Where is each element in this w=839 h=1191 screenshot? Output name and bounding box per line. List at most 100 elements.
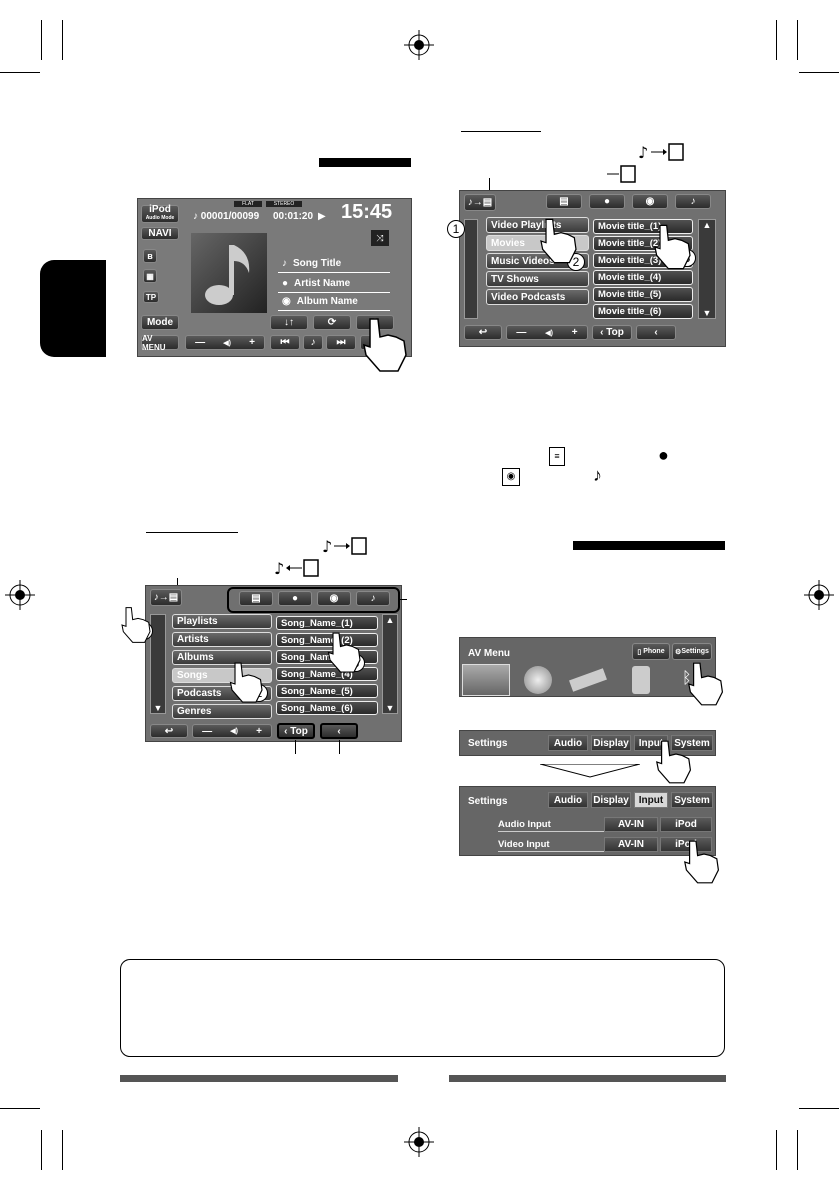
svg-text:♪: ♪: [638, 143, 648, 162]
song-item[interactable]: Song_Name_(1): [276, 616, 378, 630]
note-icon: ♪: [282, 258, 287, 269]
bluetooth-icon[interactable]: ʙ: [143, 249, 157, 263]
previous-level-button[interactable]: ‹: [320, 723, 358, 739]
scroll-up-icon[interactable]: ▲: [385, 615, 395, 625]
movie-title-label: Movie title_(5): [598, 289, 662, 300]
repeat-all-button[interactable]: ↓↑: [270, 315, 308, 330]
av-menu-title-text: AV Menu: [468, 648, 511, 659]
note-box: [120, 959, 725, 1057]
music-category-item[interactable]: Playlists: [172, 614, 272, 629]
audio-input-avin-option[interactable]: AV-IN: [604, 817, 658, 832]
song-item[interactable]: Song_Name_(5): [276, 684, 378, 698]
song-label: Song_Name_(2): [281, 634, 353, 646]
tab-system[interactable]: System: [671, 735, 713, 751]
tab-display[interactable]: Display: [591, 792, 631, 808]
music-category-item[interactable]: Albums: [172, 650, 272, 665]
disc-source-icon[interactable]: [524, 666, 552, 694]
song-item[interactable]: Song_Name_(2): [276, 633, 378, 647]
radio-source-icon[interactable]: [462, 664, 510, 696]
option-label: iPod: [675, 839, 697, 850]
playlist-category-icon[interactable]: ▤: [239, 591, 273, 606]
video-input-text: Video Input: [498, 839, 550, 850]
top-button[interactable]: ‹ Top: [277, 723, 315, 739]
volume-down-icon[interactable]: —: [516, 327, 527, 338]
person-icon: ●: [282, 278, 289, 289]
scroll-down-icon[interactable]: ▼: [385, 703, 395, 713]
previous-level-button[interactable]: ‹: [636, 325, 676, 340]
mode-button[interactable]: Mode: [141, 315, 179, 330]
repeat-button[interactable]: ⟳: [313, 315, 351, 330]
volume-control[interactable]: —◀)+: [192, 724, 272, 738]
navi-button[interactable]: NAVI: [141, 227, 179, 240]
tab-label: Display: [593, 794, 629, 806]
music-video-toggle-button[interactable]: ♪→▤: [150, 589, 182, 606]
song-category-icon[interactable]: ♪: [675, 194, 711, 209]
movie-title-item[interactable]: Movie title_(4): [593, 270, 693, 285]
crop-mark: [41, 20, 42, 60]
song-category-icon[interactable]: ♪: [356, 591, 390, 606]
left-scrollbar[interactable]: [464, 219, 478, 319]
video-category-label: Video Podcasts: [491, 291, 566, 303]
volume-control[interactable]: —◀)+: [506, 325, 588, 340]
crop-mark: [0, 1108, 40, 1109]
volume-up-icon[interactable]: +: [249, 337, 255, 348]
scroll-down-icon[interactable]: ▼: [702, 308, 712, 318]
music-note-icon: [205, 245, 250, 305]
top-button[interactable]: ‹ Top: [592, 325, 632, 340]
tab-audio[interactable]: Audio: [548, 735, 588, 751]
video-category-item[interactable]: Video Playlists: [486, 217, 589, 233]
music-category-item[interactable]: Artists: [172, 632, 272, 647]
volume-control[interactable]: —◀)+: [185, 335, 265, 350]
movie-title-item[interactable]: Movie title_(6): [593, 304, 693, 319]
settings-label: Settings: [681, 648, 709, 655]
music-video-toggle-button[interactable]: ♪→▤: [464, 194, 496, 211]
hand-pointer-icon: [654, 224, 691, 270]
scroll-up-icon[interactable]: ▲: [702, 220, 712, 230]
song-item[interactable]: Song_Name_(6): [276, 701, 378, 715]
prev-button[interactable]: ⏮: [270, 335, 300, 350]
volume-down-icon[interactable]: —: [195, 337, 206, 348]
settings-button[interactable]: ⚙Settings: [672, 643, 712, 660]
movie-title-item[interactable]: Movie title_(5): [593, 287, 693, 302]
video-input-avin-option[interactable]: AV-IN: [604, 837, 658, 852]
footer-bar: [449, 1075, 726, 1082]
phone-button[interactable]: ▯ Phone: [632, 643, 670, 660]
av-menu-button[interactable]: AV MENU: [141, 334, 179, 352]
artist-category-icon[interactable]: ●: [278, 591, 312, 606]
video-input-ipod-option[interactable]: iPod: [660, 837, 712, 852]
tp-button[interactable]: TP: [143, 291, 159, 303]
back-button[interactable]: ↩: [150, 724, 188, 738]
keypad-icon[interactable]: ▦: [143, 269, 157, 283]
down-arrow-icon: [540, 764, 640, 778]
bluetooth-source-icon[interactable]: ᛒ: [682, 670, 692, 687]
left-scrollbar[interactable]: ▼: [150, 614, 166, 714]
crop-mark: [797, 20, 798, 60]
video-category-item[interactable]: Video Podcasts: [486, 289, 589, 305]
ipod-source-button[interactable]: iPod Audio Mode: [141, 205, 179, 223]
movie-title-item[interactable]: Movie title_(1): [593, 219, 693, 234]
artist-category-icon[interactable]: ●: [589, 194, 625, 209]
note-small-icon: ♪: [303, 335, 323, 350]
next-button[interactable]: ⏭: [326, 335, 356, 350]
tab-display[interactable]: Display: [591, 735, 631, 751]
music-category-item[interactable]: Genres: [172, 704, 272, 719]
album-category-icon[interactable]: ◉: [317, 591, 351, 606]
right-scrollbar[interactable]: ▲ ▼: [382, 614, 398, 714]
usb-source-icon[interactable]: [569, 668, 607, 692]
playlist-category-icon[interactable]: ▤: [546, 194, 582, 209]
volume-down-icon[interactable]: —: [202, 725, 213, 737]
volume-up-icon[interactable]: +: [571, 327, 578, 338]
right-scrollbar[interactable]: ▲ ▼: [698, 219, 716, 319]
video-category-item[interactable]: TV Shows: [486, 271, 589, 287]
tab-audio[interactable]: Audio: [548, 792, 588, 808]
scroll-down-icon[interactable]: ▼: [153, 703, 163, 713]
audio-input-ipod-option[interactable]: iPod: [660, 817, 712, 832]
volume-up-icon[interactable]: +: [256, 725, 262, 737]
av-menu-title: AV Menu: [468, 648, 510, 659]
tab-system[interactable]: System: [671, 792, 713, 808]
tab-input[interactable]: Input: [634, 792, 668, 808]
album-category-icon[interactable]: ◉: [632, 194, 668, 209]
back-button[interactable]: ↩: [464, 325, 502, 340]
ipod-source-icon[interactable]: [632, 666, 650, 694]
play-state-icon: ▶: [318, 211, 326, 222]
